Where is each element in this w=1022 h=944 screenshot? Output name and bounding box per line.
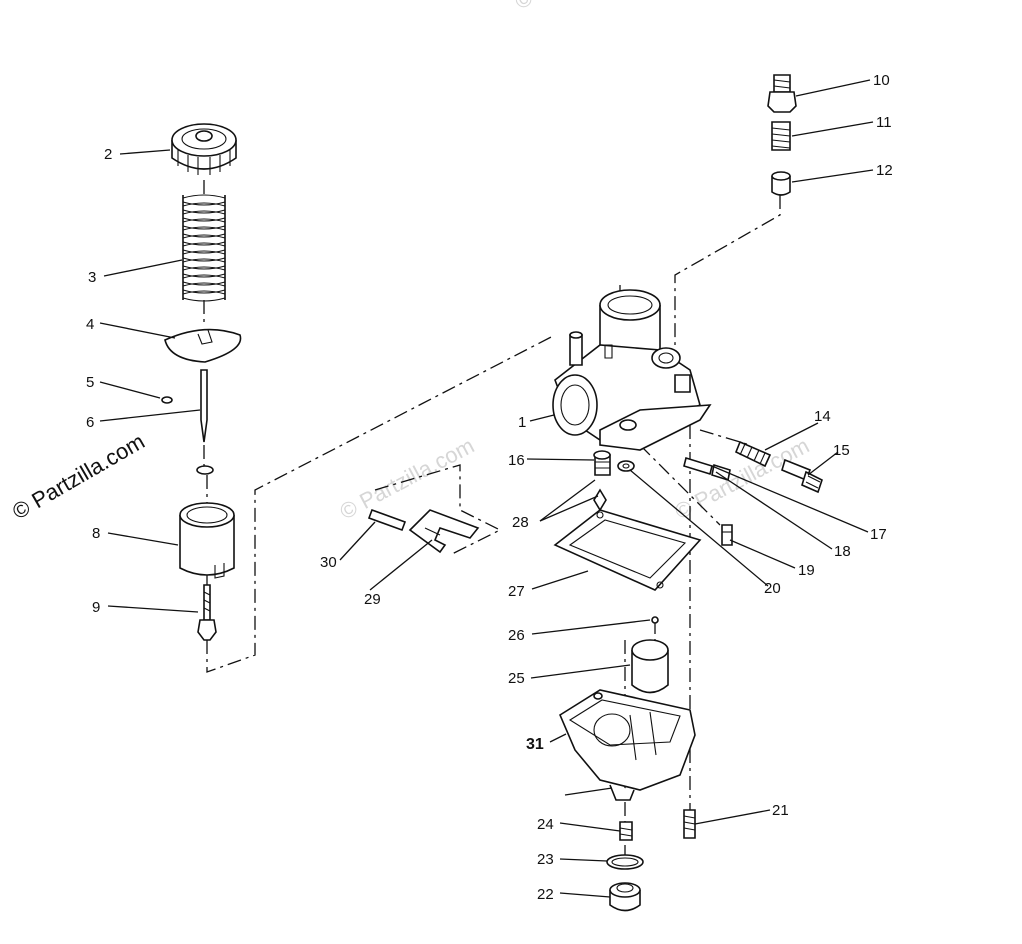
- callout-6: 6: [86, 414, 94, 431]
- part-11-spring: [771, 121, 791, 151]
- part-21-bowl-plug: [609, 882, 641, 912]
- part-6-jet-needle: [200, 369, 208, 443]
- callout-12: 12: [876, 162, 893, 179]
- part-22-o-ring: [606, 854, 644, 870]
- part-3-spring: [182, 194, 226, 302]
- callout-16: 17: [870, 526, 887, 543]
- part-2-top-cap: [171, 123, 237, 175]
- part-26-gasket: [553, 509, 702, 591]
- callout-8: 8: [92, 525, 100, 542]
- callout-11: 11: [876, 114, 892, 131]
- part-9-adjuster-screw: [197, 584, 217, 641]
- part-24-float: [631, 639, 669, 694]
- part-27-float-needle: [593, 488, 607, 512]
- part-13-spring: [734, 440, 772, 468]
- callout-29: 30: [320, 554, 337, 571]
- callout-14: 15: [833, 442, 850, 459]
- callout-24: 25: [508, 670, 525, 687]
- callout-20: 21: [772, 802, 789, 819]
- part-8-throttle-slide: [179, 502, 235, 579]
- callout-4: 4: [86, 316, 94, 333]
- watermark-faint: © Partzilla.com: [336, 433, 479, 525]
- part-25-ball: [651, 616, 659, 624]
- callout-28: 29: [364, 591, 381, 608]
- part-4-retainer-plate: [164, 328, 242, 363]
- part-14-mixture-screw: [781, 458, 823, 494]
- assembly-lines: [203, 180, 781, 860]
- part-15-needle-seat: [593, 450, 611, 476]
- callout-30: 31: [526, 736, 544, 753]
- part-23-drain-screw: [619, 821, 633, 841]
- part-20-screw: [683, 809, 696, 839]
- part-5-clip: [161, 396, 173, 404]
- callout-17: 18: [834, 543, 851, 560]
- part-washer: [196, 465, 214, 475]
- callout-23: 24: [537, 816, 554, 833]
- callout-21: 22: [537, 886, 554, 903]
- watermark-faint: © Partzilla.com: [511, 0, 654, 14]
- callout-13: 14: [814, 408, 831, 425]
- part-10-fitting: [767, 74, 797, 113]
- part-1-carburetor-body: [552, 289, 712, 451]
- part-16-17-pilot-screw: [683, 456, 731, 482]
- part-19-washer: [617, 460, 635, 472]
- part-28-float-arm: [408, 509, 480, 554]
- callout-10: 10: [873, 72, 890, 89]
- callout-1: 1: [518, 414, 526, 431]
- copyright-watermark: © Partzilla.com: [8, 429, 149, 525]
- part-30-float-bowl: [558, 689, 696, 801]
- callout-5: 5: [86, 374, 94, 391]
- callout-25: 26: [508, 627, 525, 644]
- callout-labels: 2 3 4 5 6 8 9 10 11 12 1 16 28 14 15 17 …: [86, 72, 893, 903]
- part-29-pin: [367, 508, 407, 532]
- callout-27: 28: [512, 514, 529, 531]
- callout-22: 23: [537, 851, 554, 868]
- callout-9: 9: [92, 599, 100, 616]
- callout-19: 20: [764, 580, 781, 597]
- leader-lines: [99, 79, 874, 898]
- callout-15: 16: [508, 452, 525, 469]
- part-18-jet: [721, 524, 733, 546]
- callout-3: 3: [88, 269, 96, 286]
- part-12-cap: [771, 171, 791, 196]
- callout-18: 19: [798, 562, 815, 579]
- callout-26: 27: [508, 583, 525, 600]
- callout-2: 2: [104, 146, 112, 163]
